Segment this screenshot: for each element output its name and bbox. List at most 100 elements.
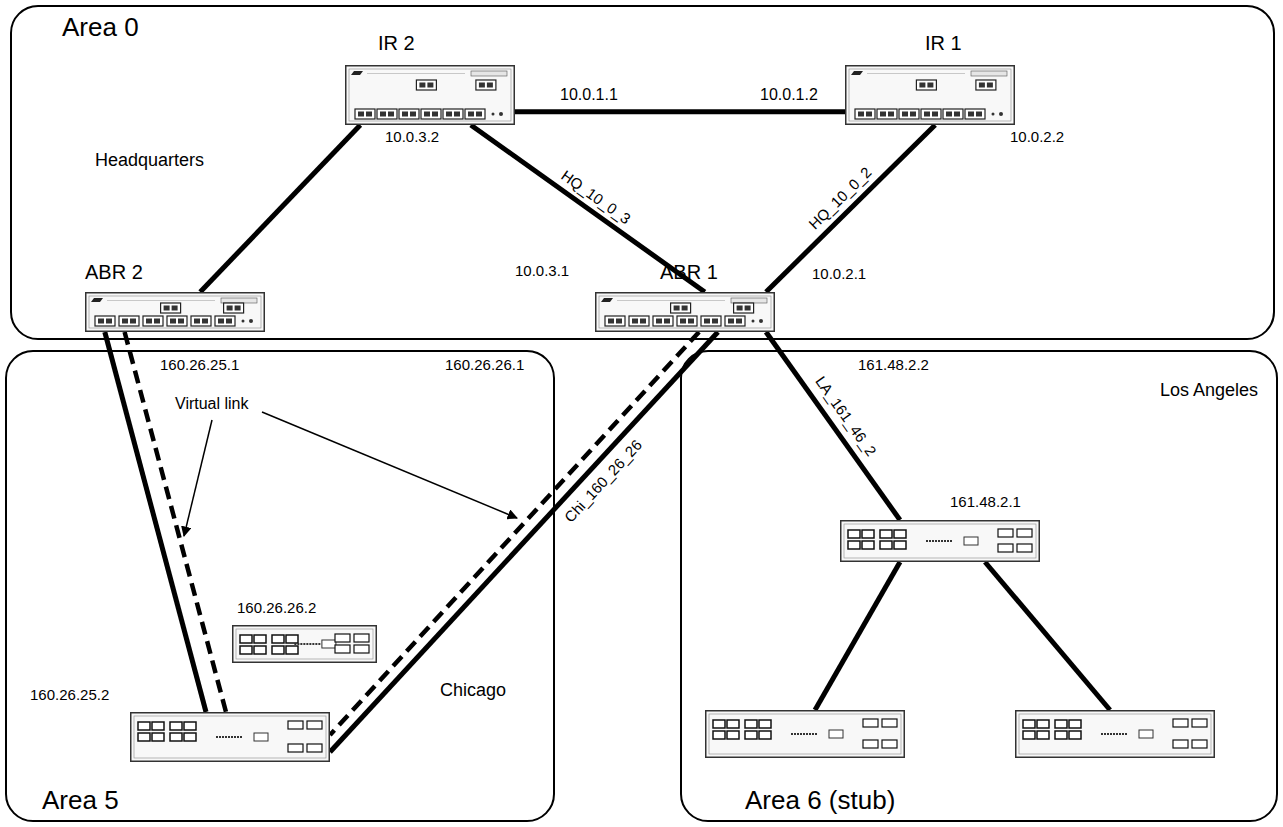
router-part: [227, 306, 233, 311]
router-part: [471, 71, 507, 76]
router-part: [938, 540, 940, 542]
router-part: [919, 83, 925, 88]
router-part: [465, 109, 485, 119]
led: [752, 320, 755, 323]
site-name: Los Angeles: [1160, 380, 1258, 401]
panel-line: [367, 73, 465, 74]
router-part: [366, 112, 372, 117]
router-part: [355, 109, 375, 119]
router-part: [1192, 719, 1207, 727]
router-part: [424, 112, 430, 117]
router-part: [1055, 720, 1067, 728]
router-part: [427, 83, 433, 88]
router-part: [653, 316, 673, 326]
led: [242, 320, 245, 323]
router-icon: [232, 625, 377, 663]
router-part: [1173, 719, 1188, 727]
router-part: [167, 316, 187, 326]
led: [992, 113, 995, 116]
router-graphic: [841, 521, 1040, 562]
router-part: [388, 112, 394, 117]
router-part: [608, 319, 614, 324]
router-part: [286, 635, 298, 643]
router-part: [882, 719, 897, 727]
router-part: [307, 721, 322, 729]
router-part: [882, 740, 897, 748]
ip-address: 10.0.1.1: [560, 86, 618, 104]
router-part: [1037, 731, 1049, 739]
router-part: [286, 646, 298, 654]
router-part: [965, 109, 985, 119]
router-part: [443, 109, 463, 119]
router-part: [829, 730, 843, 738]
router-part: [312, 643, 314, 645]
panel-line: [617, 300, 725, 301]
router-part: [468, 112, 474, 117]
router-part: [349, 69, 511, 121]
router-part: [446, 112, 452, 117]
router-part: [899, 109, 919, 119]
area-region: IR 2IR 1ABR 2ABR 1Area 0: [10, 5, 1275, 340]
router-part: [170, 733, 182, 741]
router-part: [138, 733, 150, 741]
router-part: [119, 316, 139, 326]
router-part: [862, 541, 874, 549]
panel-line: [107, 300, 215, 301]
router-part: [1110, 733, 1112, 735]
area-name: Area 5: [42, 786, 119, 816]
router-part: [322, 640, 336, 648]
router-part: [219, 736, 221, 738]
router-part: [677, 316, 697, 326]
router-part: [236, 629, 373, 659]
router-part: [1113, 733, 1115, 735]
router-part: [303, 643, 305, 645]
router-part: [487, 83, 493, 88]
router-part: [1122, 733, 1124, 735]
logo-mark: [851, 71, 863, 75]
router-name: IR 2: [378, 32, 415, 55]
router-part: [894, 530, 906, 538]
router-part: [202, 319, 208, 324]
router-part: [1069, 720, 1081, 728]
router-part: [759, 731, 771, 739]
router-part: [704, 319, 710, 324]
router-box: IR 2: [345, 65, 515, 125]
router-part: [855, 109, 875, 119]
ip-address: 160.26.25.1: [160, 356, 239, 373]
router-box: 160.26.26.2: [232, 625, 377, 663]
router-part: [736, 319, 742, 324]
router-part: [880, 541, 892, 549]
router-part: [215, 316, 235, 326]
router-part: [1023, 720, 1035, 728]
router-part: [240, 635, 252, 643]
router-part: [728, 319, 734, 324]
router-part: [240, 736, 242, 738]
router-part: [191, 316, 211, 326]
router-part: [1101, 733, 1103, 735]
link-name: LA_161_46_2: [811, 371, 881, 461]
router-part: [399, 109, 419, 119]
router-part: [454, 112, 460, 117]
router-part: [803, 733, 805, 735]
router-part: [335, 634, 350, 642]
router-part: [306, 643, 308, 645]
led: [249, 319, 253, 323]
area-region: 160.26.26.2160.26.25.2Area 5: [5, 350, 555, 822]
router-part: [161, 303, 181, 313]
router-icon: [345, 65, 515, 125]
router-part: [315, 643, 317, 645]
router-part: [170, 722, 182, 730]
router-part: [921, 109, 941, 119]
router-part: [950, 540, 952, 542]
router-box: 161.48.2.1: [840, 520, 1040, 562]
router-part: [880, 112, 886, 117]
router-part: [862, 530, 874, 538]
area-name: Area 6 (stub): [745, 786, 895, 816]
router-part: [1139, 730, 1153, 738]
router-graphic: [706, 711, 905, 758]
router-part: [89, 296, 261, 328]
router-part: [846, 66, 1015, 125]
router-part: [968, 112, 974, 117]
router-part: [713, 720, 725, 728]
router-icon: [595, 292, 775, 332]
